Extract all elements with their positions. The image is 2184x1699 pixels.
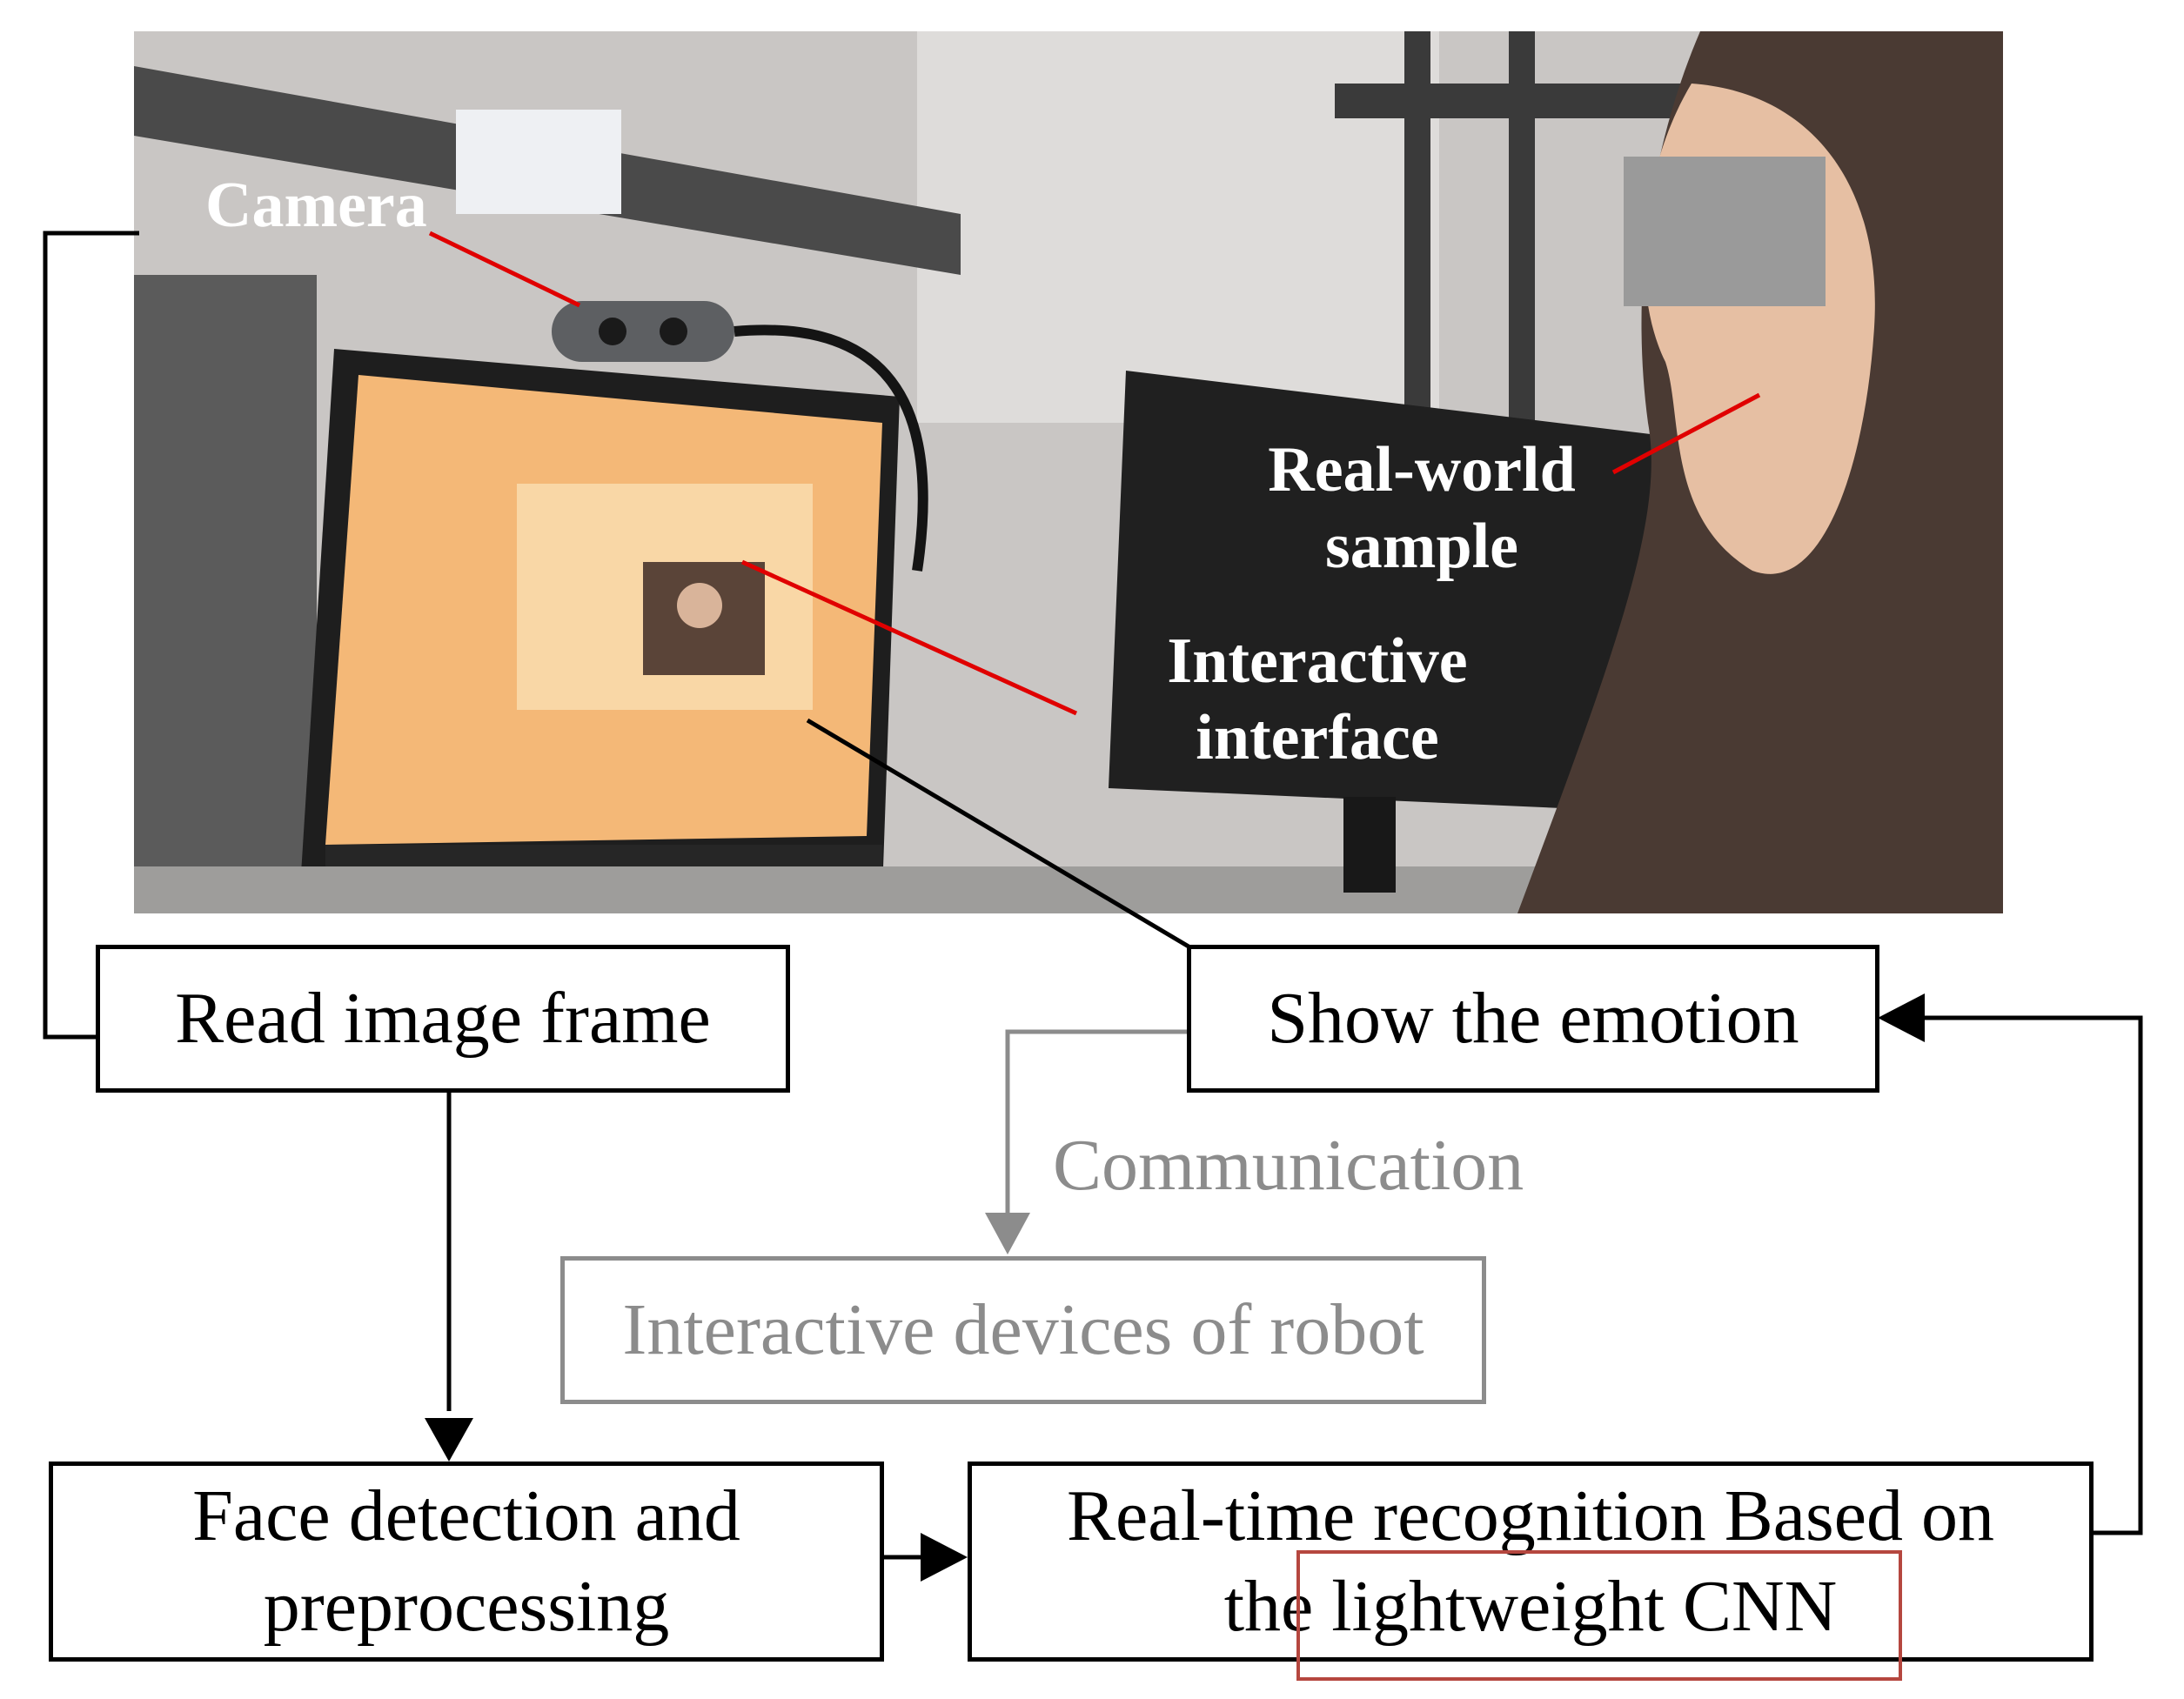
read-image-frame-label: Read image frame <box>175 978 711 1059</box>
recognition-to-emotion-connector <box>1923 1015 2143 1535</box>
camera-callout-line <box>428 231 581 308</box>
left-cabinet <box>134 275 317 884</box>
show-emotion-box: Show the emotion <box>1187 945 1879 1093</box>
read-image-frame-box: Read image frame <box>96 945 790 1093</box>
communication-label: Communication <box>1053 1125 1524 1206</box>
interface-callout-line <box>740 559 1078 716</box>
interface-to-emotion-connector <box>806 718 1190 949</box>
emotion-to-robot-connector <box>1005 1029 1189 1216</box>
real-world-sample-label: Real-world sample <box>1196 431 1648 585</box>
recognition-line1: Real-time recognition Based on <box>1066 1475 1995 1556</box>
robot-devices-box: Interactive devices of robot <box>560 1256 1486 1404</box>
face-detection-box: Face detection and preprocessing <box>49 1462 884 1662</box>
real-world-line2: sample <box>1325 511 1518 582</box>
monitor-stand <box>1343 797 1396 893</box>
recognition-line2: the lightweight CNN <box>1223 1566 1838 1647</box>
recognition-box: Real-time recognition Based on the light… <box>968 1462 2094 1662</box>
sample-callout-line <box>1611 392 1761 475</box>
rack-pole <box>1509 31 1535 423</box>
show-emotion-label: Show the emotion <box>1267 978 1799 1059</box>
read-to-detection-arrowhead <box>425 1418 473 1462</box>
setup-photo-illustration <box>134 31 2003 913</box>
camera-label: Camera <box>205 170 427 241</box>
interactive-line1: Interactive <box>1167 625 1468 697</box>
setup-photo: Camera Real-world sample Interactive int… <box>134 31 2003 913</box>
privacy-mask <box>1624 157 1826 306</box>
camera-device <box>552 301 734 362</box>
emotion-to-robot-arrowhead <box>985 1213 1030 1254</box>
preview-face <box>677 583 722 628</box>
lightweight-cnn-highlight <box>1296 1550 1902 1681</box>
recognition-text: Real-time recognition Based on the light… <box>1067 1471 1994 1652</box>
real-world-line1: Real-world <box>1268 434 1576 505</box>
interactive-interface-label: Interactive interface <box>1082 623 1552 776</box>
interactive-line2: interface <box>1196 702 1439 773</box>
camera-lens <box>660 318 687 345</box>
mask-box <box>456 110 621 214</box>
face-detection-text: Face detection and preprocessing <box>192 1471 740 1652</box>
recognition-to-emotion-arrowhead <box>1878 993 1925 1042</box>
camera-lens <box>599 318 626 345</box>
rack-pole <box>1404 31 1430 423</box>
face-detection-line1: Face detection and <box>192 1475 740 1556</box>
robot-devices-label: Interactive devices of robot <box>622 1289 1424 1370</box>
camera-cable <box>734 324 928 572</box>
camera-to-read-frame-connector <box>43 231 139 1040</box>
detection-to-recognition-arrowhead <box>921 1533 968 1582</box>
external-monitor <box>1109 371 1700 814</box>
face-detection-line2: preprocessing <box>263 1566 670 1647</box>
